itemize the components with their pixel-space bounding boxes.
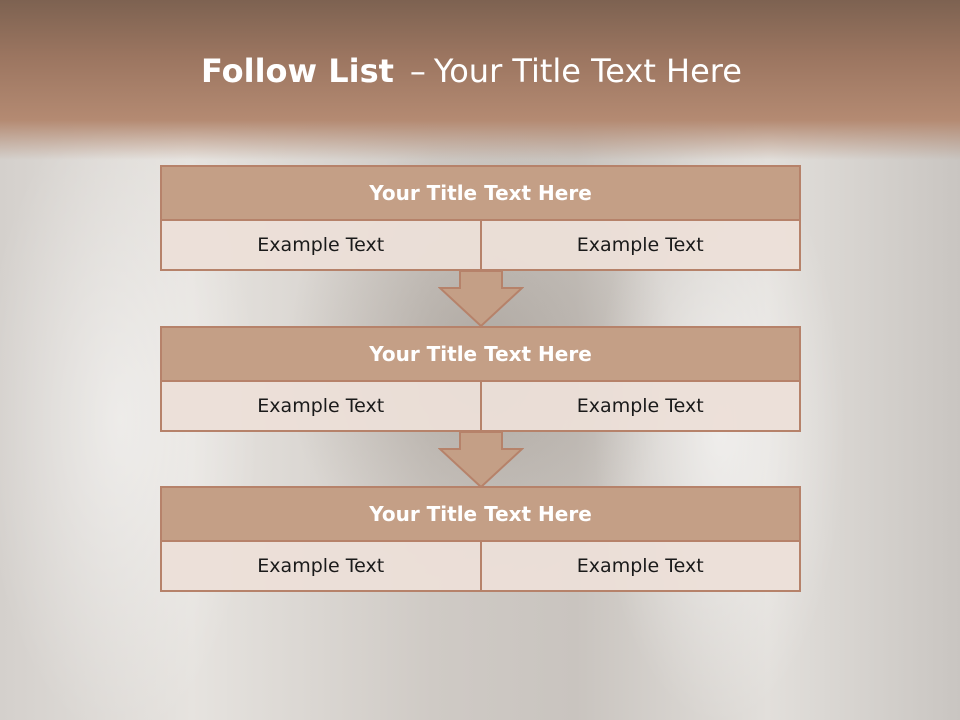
- block-cell-right: Example Text: [481, 382, 801, 432]
- block-cell-left: Example Text: [160, 542, 482, 592]
- block-title: Your Title Text Here: [160, 486, 801, 542]
- list-block-3: Your Title Text Here Example Text Exampl…: [160, 486, 801, 592]
- block-cell-right: Example Text: [481, 221, 801, 271]
- block-cell-left: Example Text: [160, 221, 482, 271]
- block-cell-right: Example Text: [481, 542, 801, 592]
- slide-title: Follow List–Your Title Text Here: [0, 52, 943, 90]
- header-band: [0, 0, 960, 160]
- block-row: Example Text Example Text: [160, 221, 801, 271]
- block-title: Your Title Text Here: [160, 326, 801, 382]
- title-separator: –: [409, 52, 426, 90]
- title-bold-part: Follow List: [201, 52, 394, 90]
- block-cell-left: Example Text: [160, 382, 482, 432]
- list-block-1: Your Title Text Here Example Text Exampl…: [160, 165, 801, 271]
- down-arrow-icon: [438, 431, 524, 489]
- block-row: Example Text Example Text: [160, 542, 801, 592]
- down-arrow-icon: [438, 270, 524, 328]
- block-title: Your Title Text Here: [160, 165, 801, 221]
- block-row: Example Text Example Text: [160, 382, 801, 432]
- list-block-2: Your Title Text Here Example Text Exampl…: [160, 326, 801, 432]
- title-rest: Your Title Text Here: [433, 52, 742, 90]
